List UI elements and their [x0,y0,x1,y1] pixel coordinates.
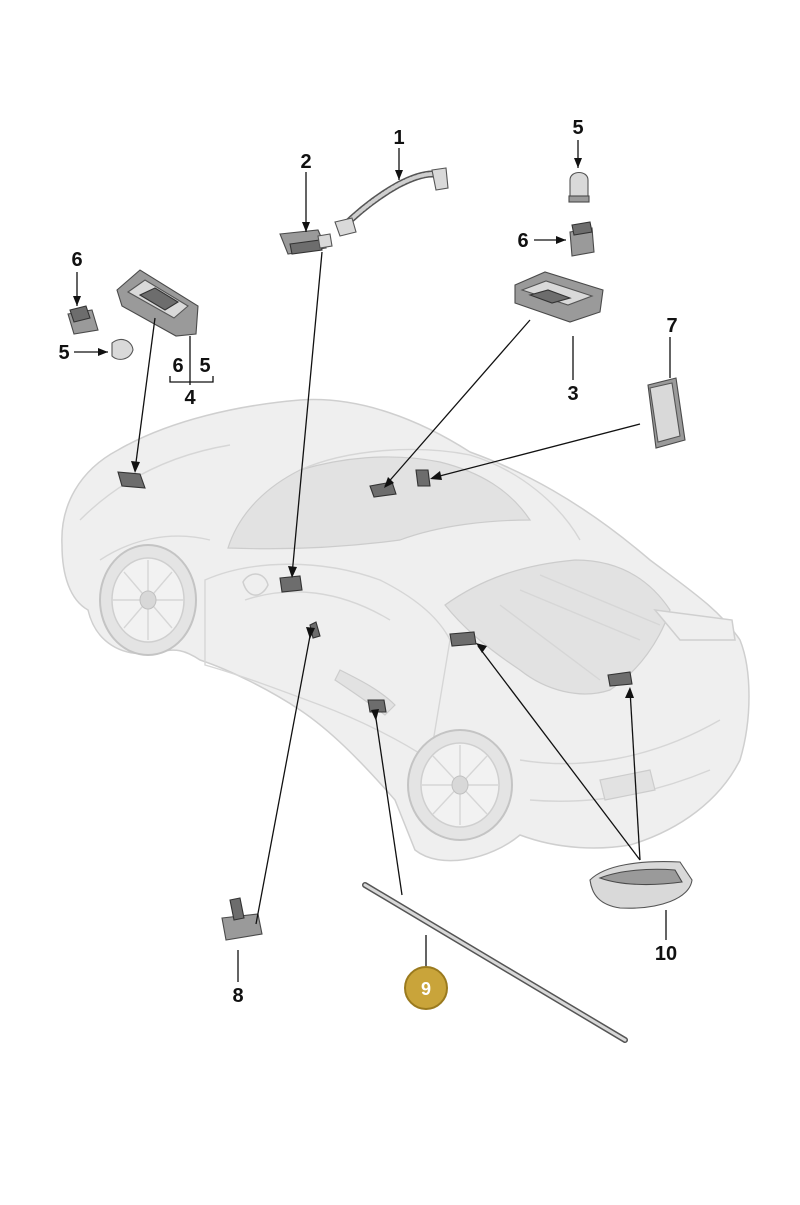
part-8-door-switch [221,897,263,941]
part-5-bulb-top [568,171,590,203]
car-illustration [61,398,750,862]
part-6-socket-left [67,305,99,335]
callout-7: 7 [666,315,677,337]
part-4-lamp-housing [116,269,199,337]
part-5-bulb-left [111,338,134,360]
callout-10: 10 [655,943,677,965]
part-6-socket-top [569,221,595,257]
callout-6-sub: 6 [172,355,183,377]
front-wheel [99,544,197,656]
installed-part-markers [117,469,633,713]
callout-labels: 1 2 5 6 6 5 6 5 4 3 7 8 10 9 [58,117,678,1010]
callout-8: 8 [232,985,243,1007]
callout-1: 1 [393,127,404,149]
part-9-light-strip [362,882,628,1043]
arrowheads [73,158,634,721]
part-2-switch [279,229,333,255]
part-7-control-unit [647,377,686,449]
part-3-interior-lamp [514,271,604,323]
callout-2: 2 [300,151,311,173]
callout-6-left: 6 [71,249,82,271]
part-1-cable [334,167,449,237]
callout-4: 4 [184,387,196,409]
part-10-rear-lamp [589,861,693,909]
rear-wheel [407,729,513,841]
callout-3: 3 [567,383,578,405]
callout-6-top: 6 [517,230,528,252]
callout-5-top: 5 [572,117,583,139]
callout-9-highlight[interactable]: 9 [404,966,448,1010]
callout-5-left: 5 [58,342,69,364]
callout-9[interactable]: 9 [421,979,431,999]
callout-5-sub: 5 [199,355,210,377]
